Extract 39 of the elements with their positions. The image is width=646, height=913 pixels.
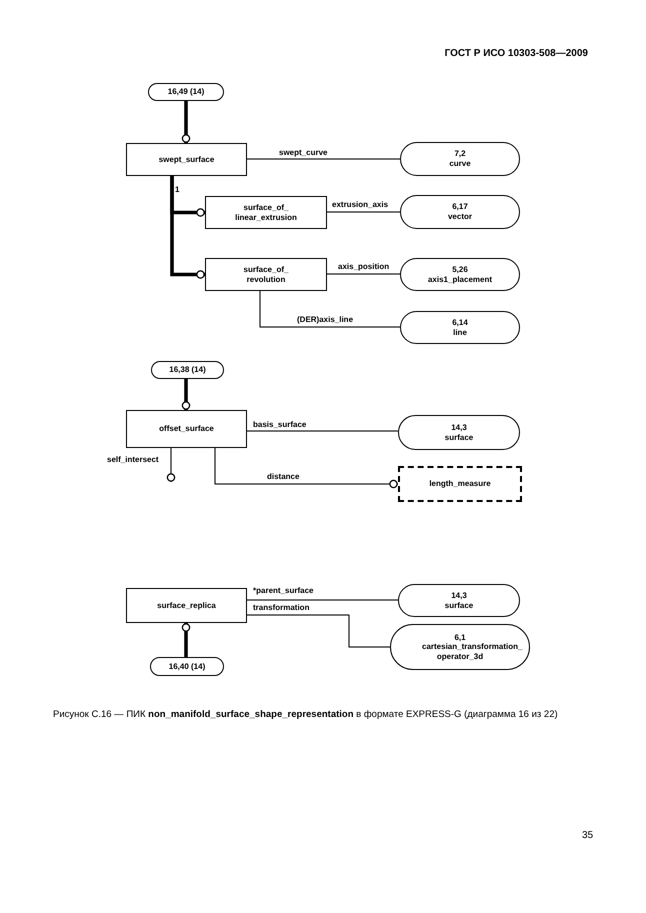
entity-reference: 6,1 cartesian_transformation_ operator_3d — [390, 624, 530, 670]
cardinality-label: 1 — [175, 185, 180, 194]
edge-label: self_intersect — [106, 456, 160, 465]
edge-label: extrusion_axis — [331, 201, 390, 210]
entity-reference: 16,49 (14) — [148, 83, 224, 101]
relationship-line — [214, 448, 398, 488]
entity-reference: 16,38 (14) — [151, 361, 224, 379]
relationship-line — [246, 158, 400, 160]
entity-reference: 7,2 curve — [400, 142, 520, 176]
entity-reference: 14,3 surface — [398, 415, 520, 450]
subtype-line — [170, 176, 205, 279]
subtype-line — [182, 623, 190, 657]
edge-label: *parent_surface — [252, 587, 314, 596]
entity-reference: 6,17 vector — [400, 195, 520, 229]
relationship-line — [260, 290, 400, 328]
relationship-line — [166, 448, 176, 482]
entity-reference: 5,26 axis1_placement — [400, 258, 520, 291]
entity-box: swept_surface — [126, 143, 247, 176]
edge-label: transformation — [252, 604, 310, 613]
edge-label: axis_position — [337, 263, 390, 272]
entity-box: offset_surface — [126, 410, 247, 448]
entity-reference: 14,3 surface — [398, 584, 520, 617]
entity-box: surface_of_ revolution — [205, 258, 327, 291]
type-box: length_measure — [398, 466, 522, 502]
edge-label: distance — [266, 473, 300, 482]
entity-box: surface_replica — [126, 588, 247, 623]
page-number: 35 — [582, 830, 594, 841]
edge-label: (DER)axis_line — [296, 316, 354, 325]
relationship-line — [246, 430, 398, 432]
entity-reference: 6,14 line — [400, 311, 520, 344]
subtype-line — [182, 379, 190, 410]
relationship-line — [246, 614, 390, 648]
figure-caption: Рисунок С.16 — ПИК non_manifold_surface_shape_representation в формате EXPRESS-G (диаграмма 16 из 22) — [53, 709, 559, 720]
document-header: ГОСТ Р ИСО 10303-508—2009 — [444, 48, 588, 59]
entity-reference: 16,40 (14) — [150, 657, 224, 676]
subtype-line — [182, 101, 190, 143]
entity-box: surface_of_ linear_extrusion — [205, 196, 327, 229]
edge-label: swept_curve — [278, 149, 328, 158]
edge-label: basis_surface — [252, 421, 308, 430]
